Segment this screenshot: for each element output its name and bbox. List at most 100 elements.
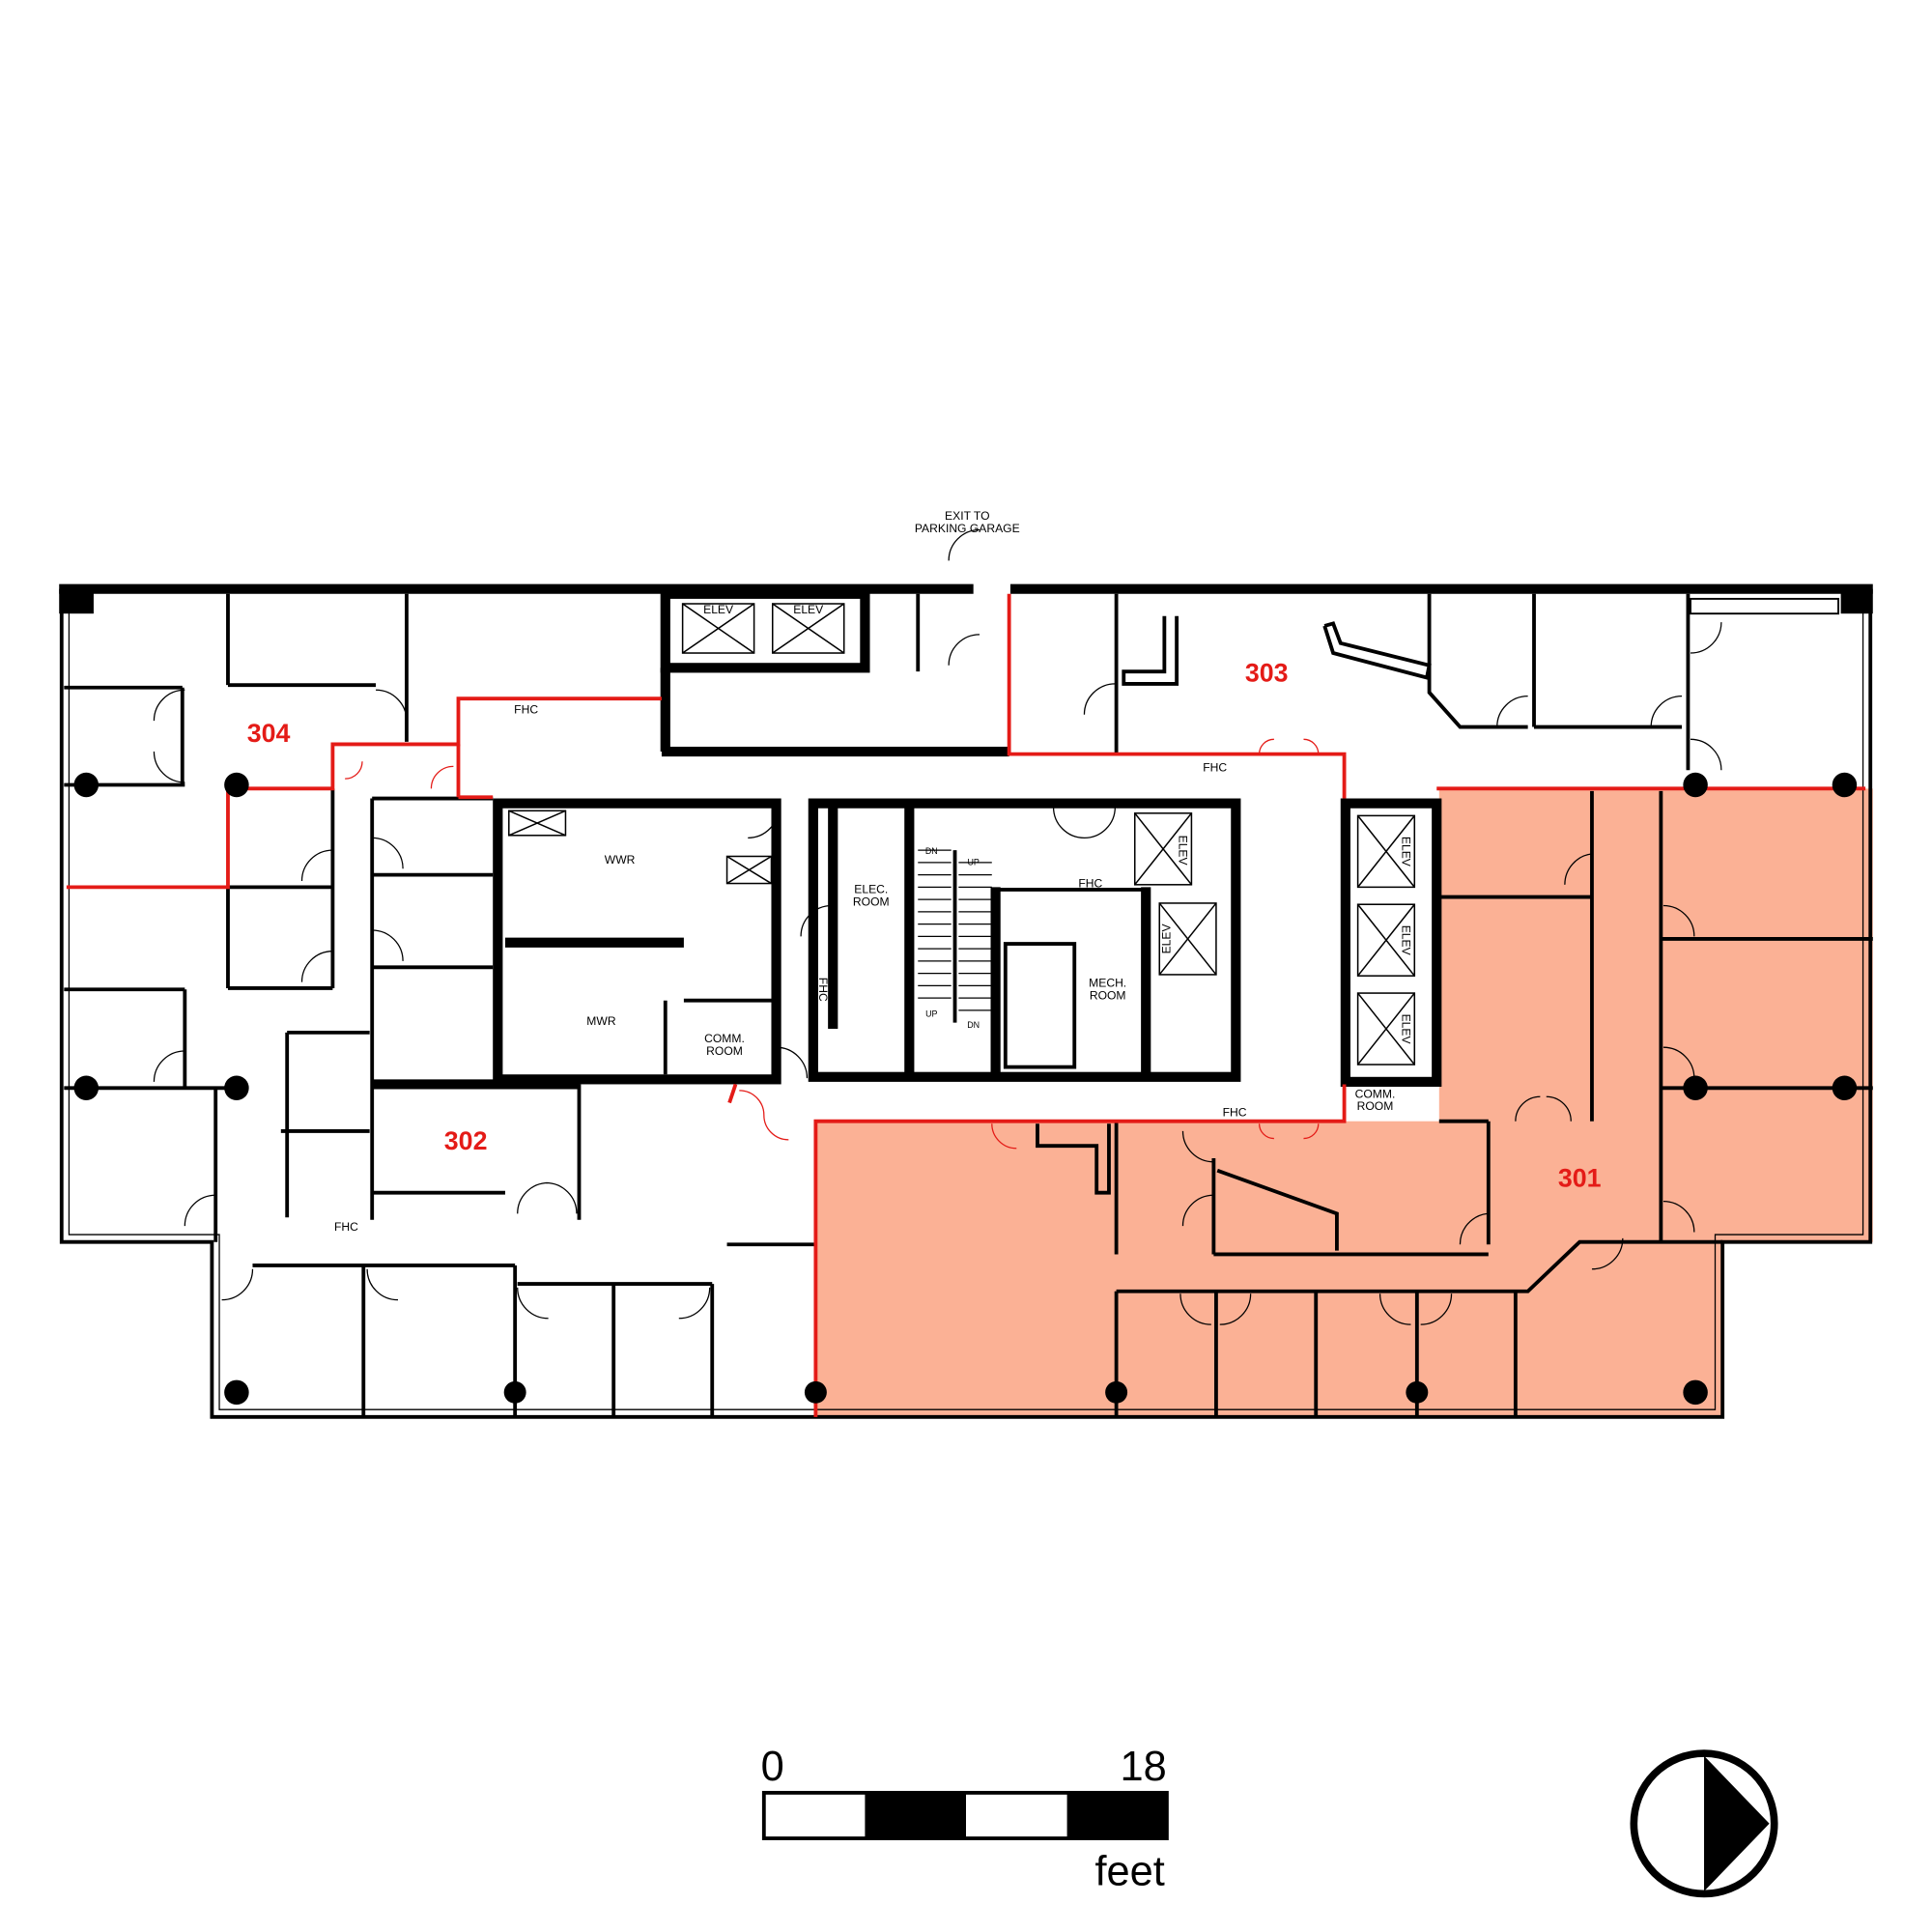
restroom-core	[493, 798, 781, 1085]
column	[1406, 1380, 1429, 1404]
column	[1832, 772, 1858, 798]
elevator-core	[1340, 798, 1442, 1087]
doors	[153, 528, 1722, 1325]
wall	[1840, 588, 1873, 614]
suite-301-label[interactable]: 301	[1558, 1163, 1602, 1192]
column	[224, 1379, 249, 1406]
comm-room-label: ROOM	[706, 1044, 743, 1058]
elev-label: ELEV	[1400, 1014, 1413, 1045]
elev-label: ELEV	[1177, 836, 1190, 867]
suite-303-label[interactable]: 303	[1245, 658, 1289, 687]
fhc-label: FHC	[816, 978, 830, 1002]
door[interactable]	[372, 929, 404, 961]
door[interactable]	[1690, 738, 1722, 771]
shaft	[508, 810, 567, 837]
suite-302-label[interactable]: 302	[444, 1126, 488, 1155]
door[interactable]	[153, 689, 185, 722]
exit-label: EXIT TO	[945, 509, 989, 523]
door[interactable]	[748, 807, 780, 838]
counter	[1690, 597, 1840, 615]
scale-segment	[966, 1792, 1067, 1839]
column	[73, 772, 99, 798]
door[interactable]	[1515, 1095, 1572, 1122]
column	[1683, 772, 1708, 798]
door[interactable]	[221, 1268, 254, 1301]
door[interactable]	[1179, 1293, 1252, 1325]
door[interactable]	[1378, 1293, 1453, 1325]
elevator	[1158, 902, 1217, 976]
suite-302-boundary	[727, 1083, 738, 1104]
door[interactable]	[1662, 1046, 1695, 1079]
fhc-label: FHC	[334, 1220, 358, 1234]
scale-unit-label: feet	[1094, 1849, 1164, 1895]
elev-label: ELEV	[703, 603, 734, 616]
column	[73, 1075, 99, 1101]
mech-room-label: ROOM	[1090, 988, 1126, 1002]
suite-doors	[345, 738, 1320, 1150]
service-core	[808, 798, 1241, 1082]
door[interactable]	[184, 1194, 216, 1227]
elevator	[1356, 903, 1416, 977]
door[interactable]	[1591, 1237, 1624, 1270]
comm-room-area	[1345, 1084, 1439, 1122]
door[interactable]	[948, 528, 980, 666]
fhc-label: FHC	[514, 703, 538, 717]
door[interactable]	[300, 951, 333, 982]
door[interactable]	[517, 1287, 549, 1320]
scale-segment	[1066, 1792, 1167, 1839]
door[interactable]	[1052, 807, 1116, 838]
counter	[1216, 1168, 1339, 1251]
door[interactable]	[546, 1181, 578, 1214]
wall	[59, 588, 94, 614]
door[interactable]	[1650, 696, 1683, 727]
comm-room-label: COMM.	[704, 1032, 745, 1045]
door[interactable]	[1496, 696, 1528, 727]
door[interactable]	[678, 1287, 711, 1320]
scale-start-label: 0	[761, 1744, 784, 1790]
wall	[660, 588, 870, 673]
door[interactable]	[1083, 683, 1116, 715]
elev-label: ELEV	[793, 603, 824, 616]
elev-label: ELEV	[1160, 923, 1174, 954]
door[interactable]	[1181, 1130, 1214, 1163]
column	[804, 1380, 827, 1404]
door[interactable]	[776, 1046, 809, 1079]
elev-label: ELEV	[1400, 925, 1413, 956]
door[interactable]	[376, 689, 408, 722]
column	[1683, 1379, 1708, 1406]
door[interactable]	[300, 849, 333, 881]
elevator	[681, 603, 755, 654]
suite-304-boundary	[66, 696, 662, 890]
stair	[918, 849, 992, 1023]
door[interactable]	[1690, 622, 1722, 654]
stair-dn-label: DN	[967, 1020, 980, 1030]
door[interactable]	[517, 1181, 549, 1214]
fhc-label: FHC	[1223, 1106, 1247, 1120]
door[interactable]	[1564, 853, 1593, 885]
door[interactable]	[1181, 1194, 1214, 1227]
comm-room-label: COMM.	[1355, 1087, 1396, 1100]
door[interactable]	[366, 1268, 398, 1301]
wall	[1116, 1239, 1723, 1293]
elevator	[1356, 814, 1416, 889]
north-arrow-icon	[1630, 1749, 1778, 1898]
door[interactable]	[1662, 904, 1695, 937]
reception-desk	[1122, 615, 1179, 686]
door[interactable]	[153, 752, 185, 783]
counter	[1036, 1123, 1111, 1195]
door[interactable]	[1662, 1200, 1695, 1233]
scale-bar: 0 18 feet	[761, 1744, 1169, 1895]
suite-304-label[interactable]: 304	[247, 719, 291, 748]
comm-room-label: ROOM	[1357, 1099, 1394, 1113]
door[interactable]	[1459, 1212, 1488, 1245]
column	[1832, 1075, 1858, 1101]
door[interactable]	[153, 1050, 185, 1082]
suite-303-boundary	[1007, 593, 1347, 799]
scale-segment	[763, 1792, 866, 1839]
door[interactable]	[800, 904, 832, 937]
elevators	[508, 603, 1416, 1065]
door[interactable]	[372, 837, 404, 869]
scale-end-label: 18	[1121, 1744, 1167, 1790]
fhc-label: FHC	[1078, 876, 1102, 890]
mech-equipment	[1003, 942, 1077, 1069]
